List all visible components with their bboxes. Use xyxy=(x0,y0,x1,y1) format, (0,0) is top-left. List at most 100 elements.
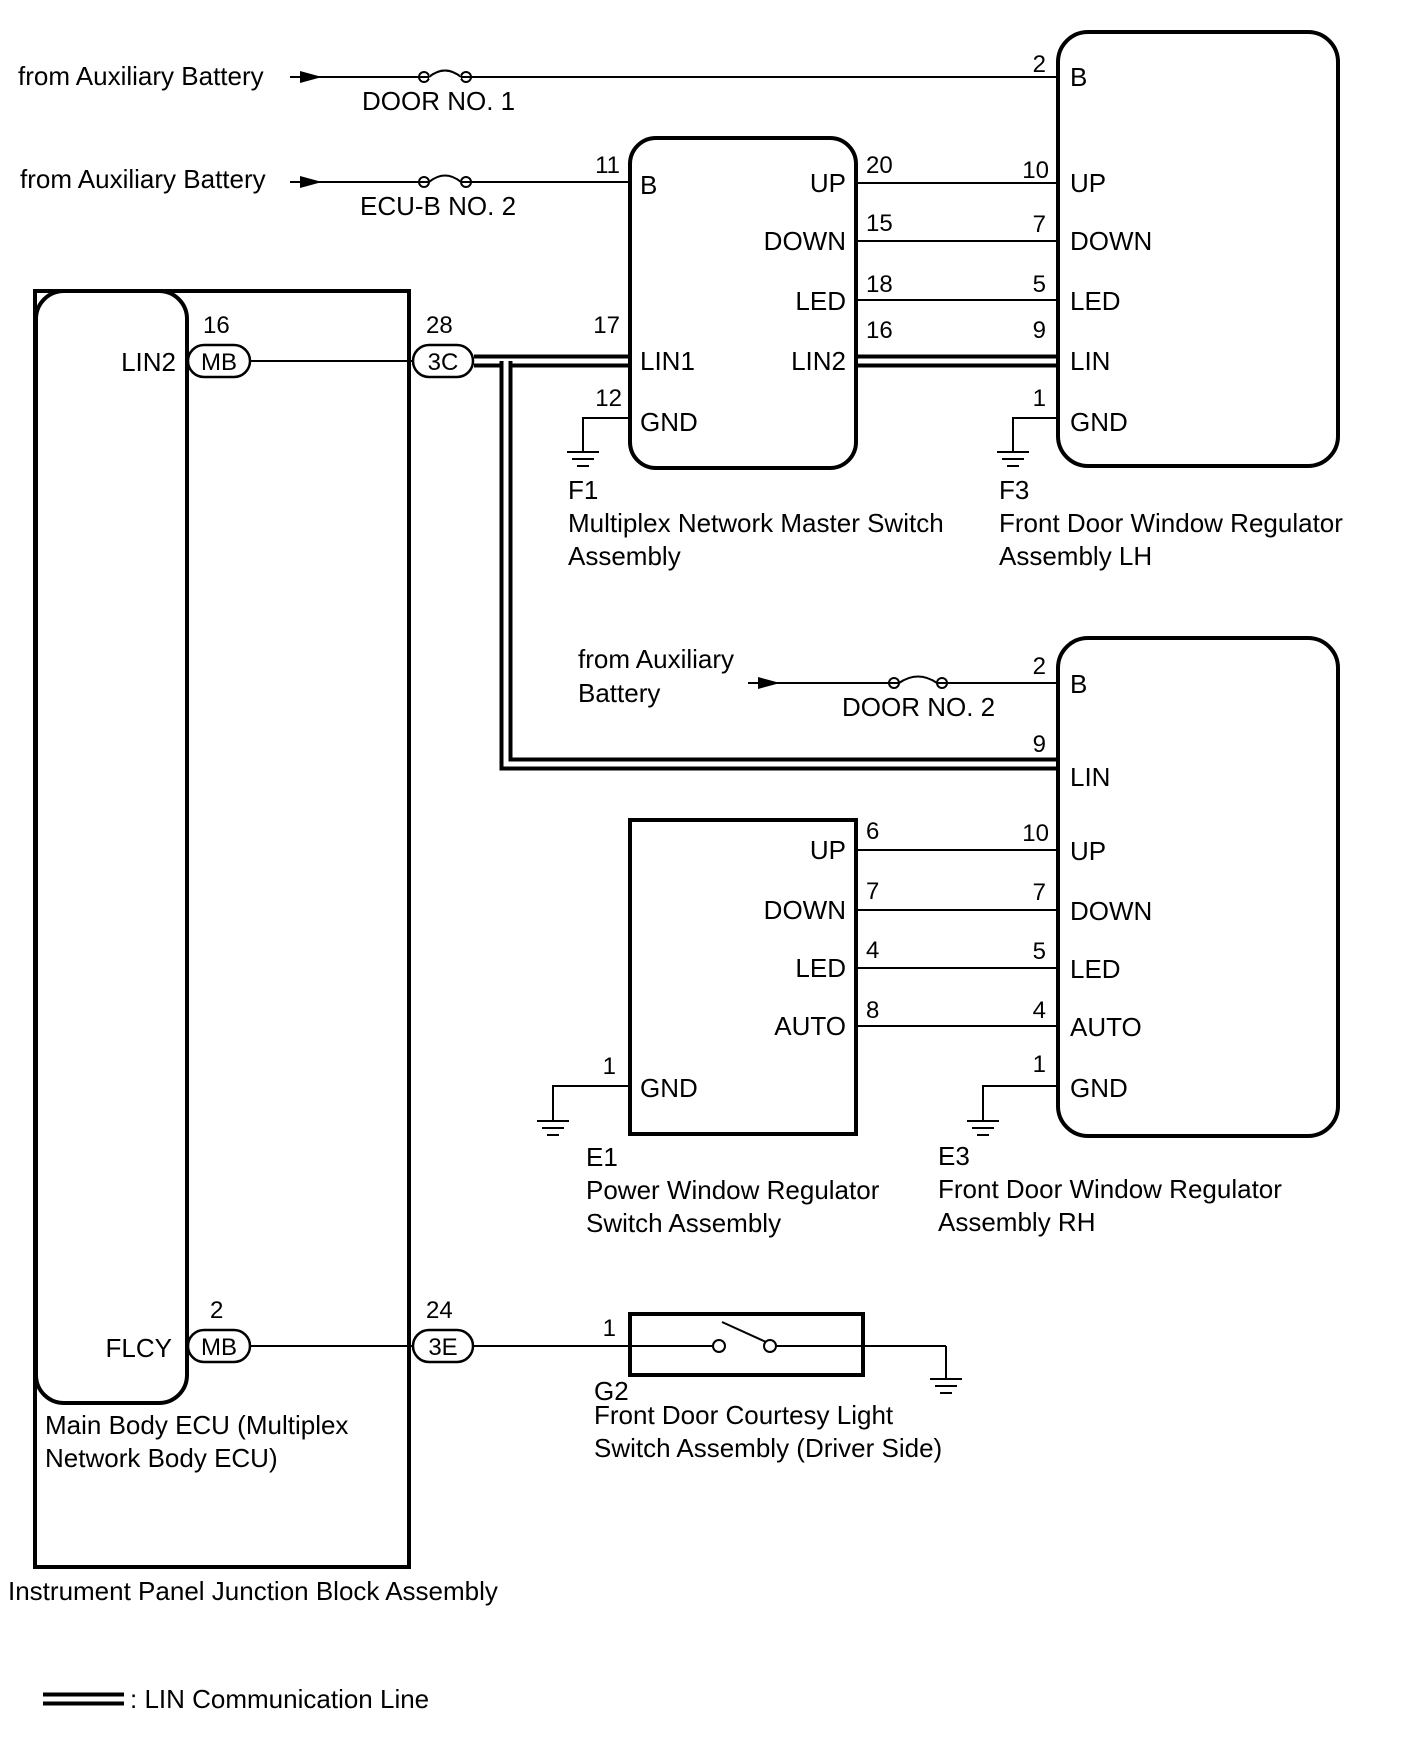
g2-name-line2: Switch Assembly (Driver Side) xyxy=(594,1433,942,1463)
svg-text:4: 4 xyxy=(866,937,879,964)
e1-code: E1 xyxy=(586,1142,618,1172)
svg-text:LIN1: LIN1 xyxy=(640,346,695,376)
ecu-flcy-pin: 2 xyxy=(210,1297,223,1324)
svg-text:DOWN: DOWN xyxy=(764,226,846,256)
f3-ground-symbol xyxy=(997,417,1058,467)
svg-text:8: 8 xyxy=(866,997,879,1024)
svg-text:5: 5 xyxy=(1033,938,1046,965)
svg-text:7: 7 xyxy=(1033,211,1046,238)
svg-text:B: B xyxy=(1070,62,1087,92)
fuse-door-no2: DOOR NO. 2 xyxy=(842,692,995,722)
svg-text:1: 1 xyxy=(1033,1051,1046,1078)
svg-text:UP: UP xyxy=(1070,168,1106,198)
svg-text:B: B xyxy=(1070,669,1087,699)
e3-terminals: B LIN UP DOWN LED AUTO GND 2 9 10 7 5 4 … xyxy=(1022,653,1152,1103)
legend: : LIN Communication Line xyxy=(43,1684,429,1714)
ecu-label-line1: Main Body ECU (Multiplex xyxy=(45,1410,348,1440)
ecu-flcy-terminal: FLCY xyxy=(106,1333,172,1363)
svg-text:AUTO: AUTO xyxy=(1070,1012,1142,1042)
svg-text:10: 10 xyxy=(1022,157,1049,184)
f3-name-line2: Assembly LH xyxy=(999,541,1152,571)
f3-name-line1: Front Door Window Regulator xyxy=(999,508,1343,538)
svg-text:7: 7 xyxy=(866,878,879,905)
f1-master-switch-box xyxy=(628,136,858,470)
svg-text:16: 16 xyxy=(866,317,893,344)
svg-text:from Auxiliary: from Auxiliary xyxy=(578,644,734,674)
junction-block-label: Instrument Panel Junction Block Assembly xyxy=(8,1576,498,1606)
svg-text:B: B xyxy=(640,170,657,200)
g2-code: G2 xyxy=(594,1376,629,1406)
svg-text:GND: GND xyxy=(1070,407,1128,437)
svg-text:9: 9 xyxy=(1033,317,1046,344)
svg-text:from Auxiliary Battery: from Auxiliary Battery xyxy=(18,61,264,91)
svg-text:11: 11 xyxy=(595,152,620,179)
e1-switch-box xyxy=(628,818,858,1136)
e3-code: E3 xyxy=(938,1141,970,1171)
svg-text:5: 5 xyxy=(1033,271,1046,298)
e1-name-line2: Switch Assembly xyxy=(586,1208,781,1238)
e1-e3-signal-wires xyxy=(856,849,1058,1027)
e3-name-line1: Front Door Window Regulator xyxy=(938,1174,1282,1204)
svg-text:2: 2 xyxy=(1033,51,1046,78)
svg-text:Battery: Battery xyxy=(578,678,660,708)
svg-text:1: 1 xyxy=(1033,385,1046,412)
svg-text:AUTO: AUTO xyxy=(774,1011,846,1041)
e3-ground-symbol xyxy=(967,1085,1058,1136)
aux-battery-feed-2: from Auxiliary Battery ECU-B NO. 2 xyxy=(20,164,630,221)
svg-text:18: 18 xyxy=(866,271,893,298)
svg-text:UP: UP xyxy=(810,168,846,198)
e1-name-line1: Power Window Regulator xyxy=(586,1175,880,1205)
jb-3c-connector-code: 3C xyxy=(428,349,459,376)
svg-text:GND: GND xyxy=(640,407,698,437)
f1-name-line1: Multiplex Network Master Switch xyxy=(568,508,944,538)
svg-text:LED: LED xyxy=(1070,954,1121,984)
f1-ground-symbol xyxy=(567,417,630,467)
f3-terminals: B UP DOWN LED LIN GND 2 10 7 5 9 1 xyxy=(1022,51,1152,437)
svg-text:7: 7 xyxy=(1033,879,1046,906)
g2-switch-box xyxy=(628,1312,865,1377)
aux-battery-feed-1: from Auxiliary Battery DOOR NO. 1 xyxy=(18,61,1058,116)
svg-text:10: 10 xyxy=(1022,820,1049,847)
g2-name-line1: Front Door Courtesy Light xyxy=(594,1400,894,1430)
svg-text:LED: LED xyxy=(795,286,846,316)
fuse-door-no1: DOOR NO. 1 xyxy=(362,86,515,116)
aux-battery-feed-3: from Auxiliary Battery DOOR NO. 2 xyxy=(578,644,1058,722)
svg-text:UP: UP xyxy=(810,835,846,865)
ecu-lin2-terminal: LIN2 xyxy=(121,347,176,377)
svg-text:DOWN: DOWN xyxy=(764,895,846,925)
jb-3c-pin: 28 xyxy=(426,312,453,339)
f1-name-line2: Assembly xyxy=(568,541,681,571)
svg-text:LED: LED xyxy=(795,953,846,983)
legend-label: : LIN Communication Line xyxy=(130,1684,429,1714)
e1-terminals: UP DOWN LED AUTO GND 6 7 4 8 1 xyxy=(603,818,880,1103)
svg-text:4: 4 xyxy=(1033,997,1046,1024)
jb-3e-pin: 24 xyxy=(426,1297,453,1324)
ecu-lin2-pin: 16 xyxy=(203,312,230,339)
svg-text:2: 2 xyxy=(1033,653,1046,680)
svg-text:DOWN: DOWN xyxy=(1070,226,1152,256)
svg-text:12: 12 xyxy=(595,385,622,412)
f3-regulator-lh-box xyxy=(1056,30,1340,468)
svg-text:15: 15 xyxy=(866,210,893,237)
f1-code: F1 xyxy=(568,475,598,505)
f1-f3-signal-wires xyxy=(856,182,1058,301)
jb-3e-connector-code: 3E xyxy=(428,1334,457,1361)
fuse-ecu-b-no2: ECU-B NO. 2 xyxy=(360,191,516,221)
f3-code: F3 xyxy=(999,475,1029,505)
lin-communication-lines xyxy=(474,354,1056,771)
svg-text:LIN2: LIN2 xyxy=(791,346,846,376)
g2-pin: 1 xyxy=(603,1315,616,1342)
f1-terminals: B LIN1 GND UP DOWN LED LIN2 11 17 12 20 … xyxy=(593,152,892,437)
svg-text:GND: GND xyxy=(1070,1073,1128,1103)
ecu-label-line2: Network Body ECU) xyxy=(45,1443,278,1473)
svg-text:1: 1 xyxy=(603,1053,616,1080)
main-body-ecu-box xyxy=(34,289,189,1405)
svg-text:DOWN: DOWN xyxy=(1070,896,1152,926)
svg-text:LIN: LIN xyxy=(1070,762,1110,792)
svg-text:20: 20 xyxy=(866,152,893,179)
svg-text:from Auxiliary Battery: from Auxiliary Battery xyxy=(20,164,266,194)
svg-text:UP: UP xyxy=(1070,836,1106,866)
svg-text:9: 9 xyxy=(1033,731,1046,758)
g2-switch-contact xyxy=(630,1321,962,1394)
